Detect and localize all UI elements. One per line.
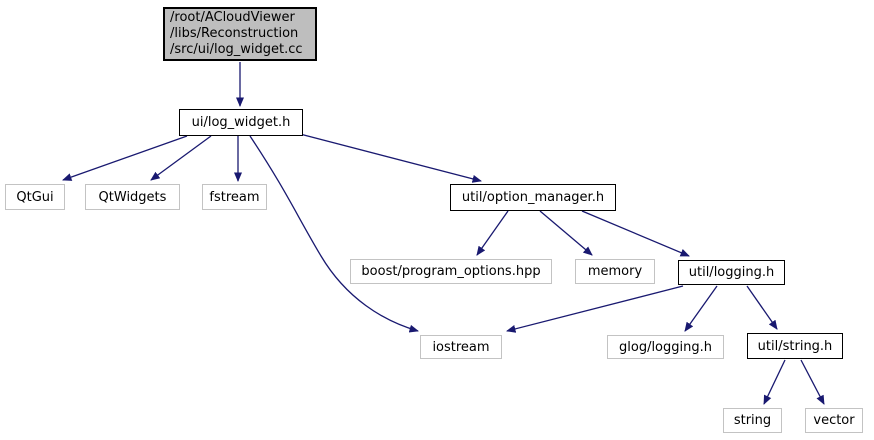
- node-label: glog/logging.h: [619, 339, 712, 355]
- node-util-option-manager-h[interactable]: util/option_manager.h: [450, 184, 616, 211]
- node-fstream: fstream: [202, 184, 267, 210]
- edge-logging-to-glog: [684, 285, 718, 332]
- edge-log-widget-to-option-manager: [299, 133, 482, 183]
- node-qtwidgets: QtWidgets: [85, 184, 180, 210]
- node-label: util/logging.h: [688, 265, 775, 280]
- node-memory: memory: [575, 259, 655, 284]
- edge-log-widget-to-qtgui: [62, 135, 188, 181]
- root-label-line-3: /src/ui/log_widget.cc: [170, 42, 303, 57]
- node-label: memory: [587, 264, 643, 279]
- edge-util-string-to-vector: [800, 359, 825, 405]
- node-label: QtWidgets: [98, 189, 167, 205]
- edge-util-string-to-string: [763, 359, 786, 405]
- edge-log-widget-to-iostream: [249, 135, 419, 333]
- node-label: ui/log_widget.h: [191, 115, 291, 130]
- node-util-logging-h[interactable]: util/logging.h: [678, 260, 785, 285]
- edge-log-widget-to-qtwidgets: [150, 135, 212, 181]
- node-util-string-h[interactable]: util/string.h: [747, 333, 843, 359]
- node-boost-program-options-hpp: boost/program_options.hpp: [350, 259, 552, 284]
- edge-option-manager-to-logging: [581, 210, 690, 257]
- node-label: iostream: [432, 339, 490, 355]
- node-label: boost/program_options.hpp: [361, 264, 541, 279]
- node-qtgui: QtGui: [5, 184, 65, 210]
- root-label-line-1: /root/ACloudViewer: [170, 10, 295, 25]
- node-label: vector: [813, 413, 855, 428]
- node-vector: vector: [805, 408, 863, 433]
- edge-option-manager-to-boost: [476, 210, 509, 256]
- edge-logging-to-util-string: [746, 285, 778, 330]
- node-root-log-widget-cc: /root/ACloudViewer /libs/Reconstruction …: [163, 7, 317, 61]
- node-ui-log-widget-h[interactable]: ui/log_widget.h: [179, 109, 303, 136]
- node-label: string: [733, 413, 772, 428]
- node-label: QtGui: [16, 189, 54, 205]
- node-label: util/string.h: [757, 338, 833, 354]
- node-label: util/option_manager.h: [461, 190, 605, 205]
- node-iostream: iostream: [420, 335, 502, 359]
- edge-option-manager-to-memory: [539, 210, 593, 256]
- node-label: fstream: [209, 189, 260, 205]
- node-glog-logging-h: glog/logging.h: [607, 335, 724, 359]
- root-label-line-2: /libs/Reconstruction: [170, 26, 299, 41]
- edge-logging-to-iostream: [506, 285, 684, 333]
- node-string: string: [723, 408, 782, 433]
